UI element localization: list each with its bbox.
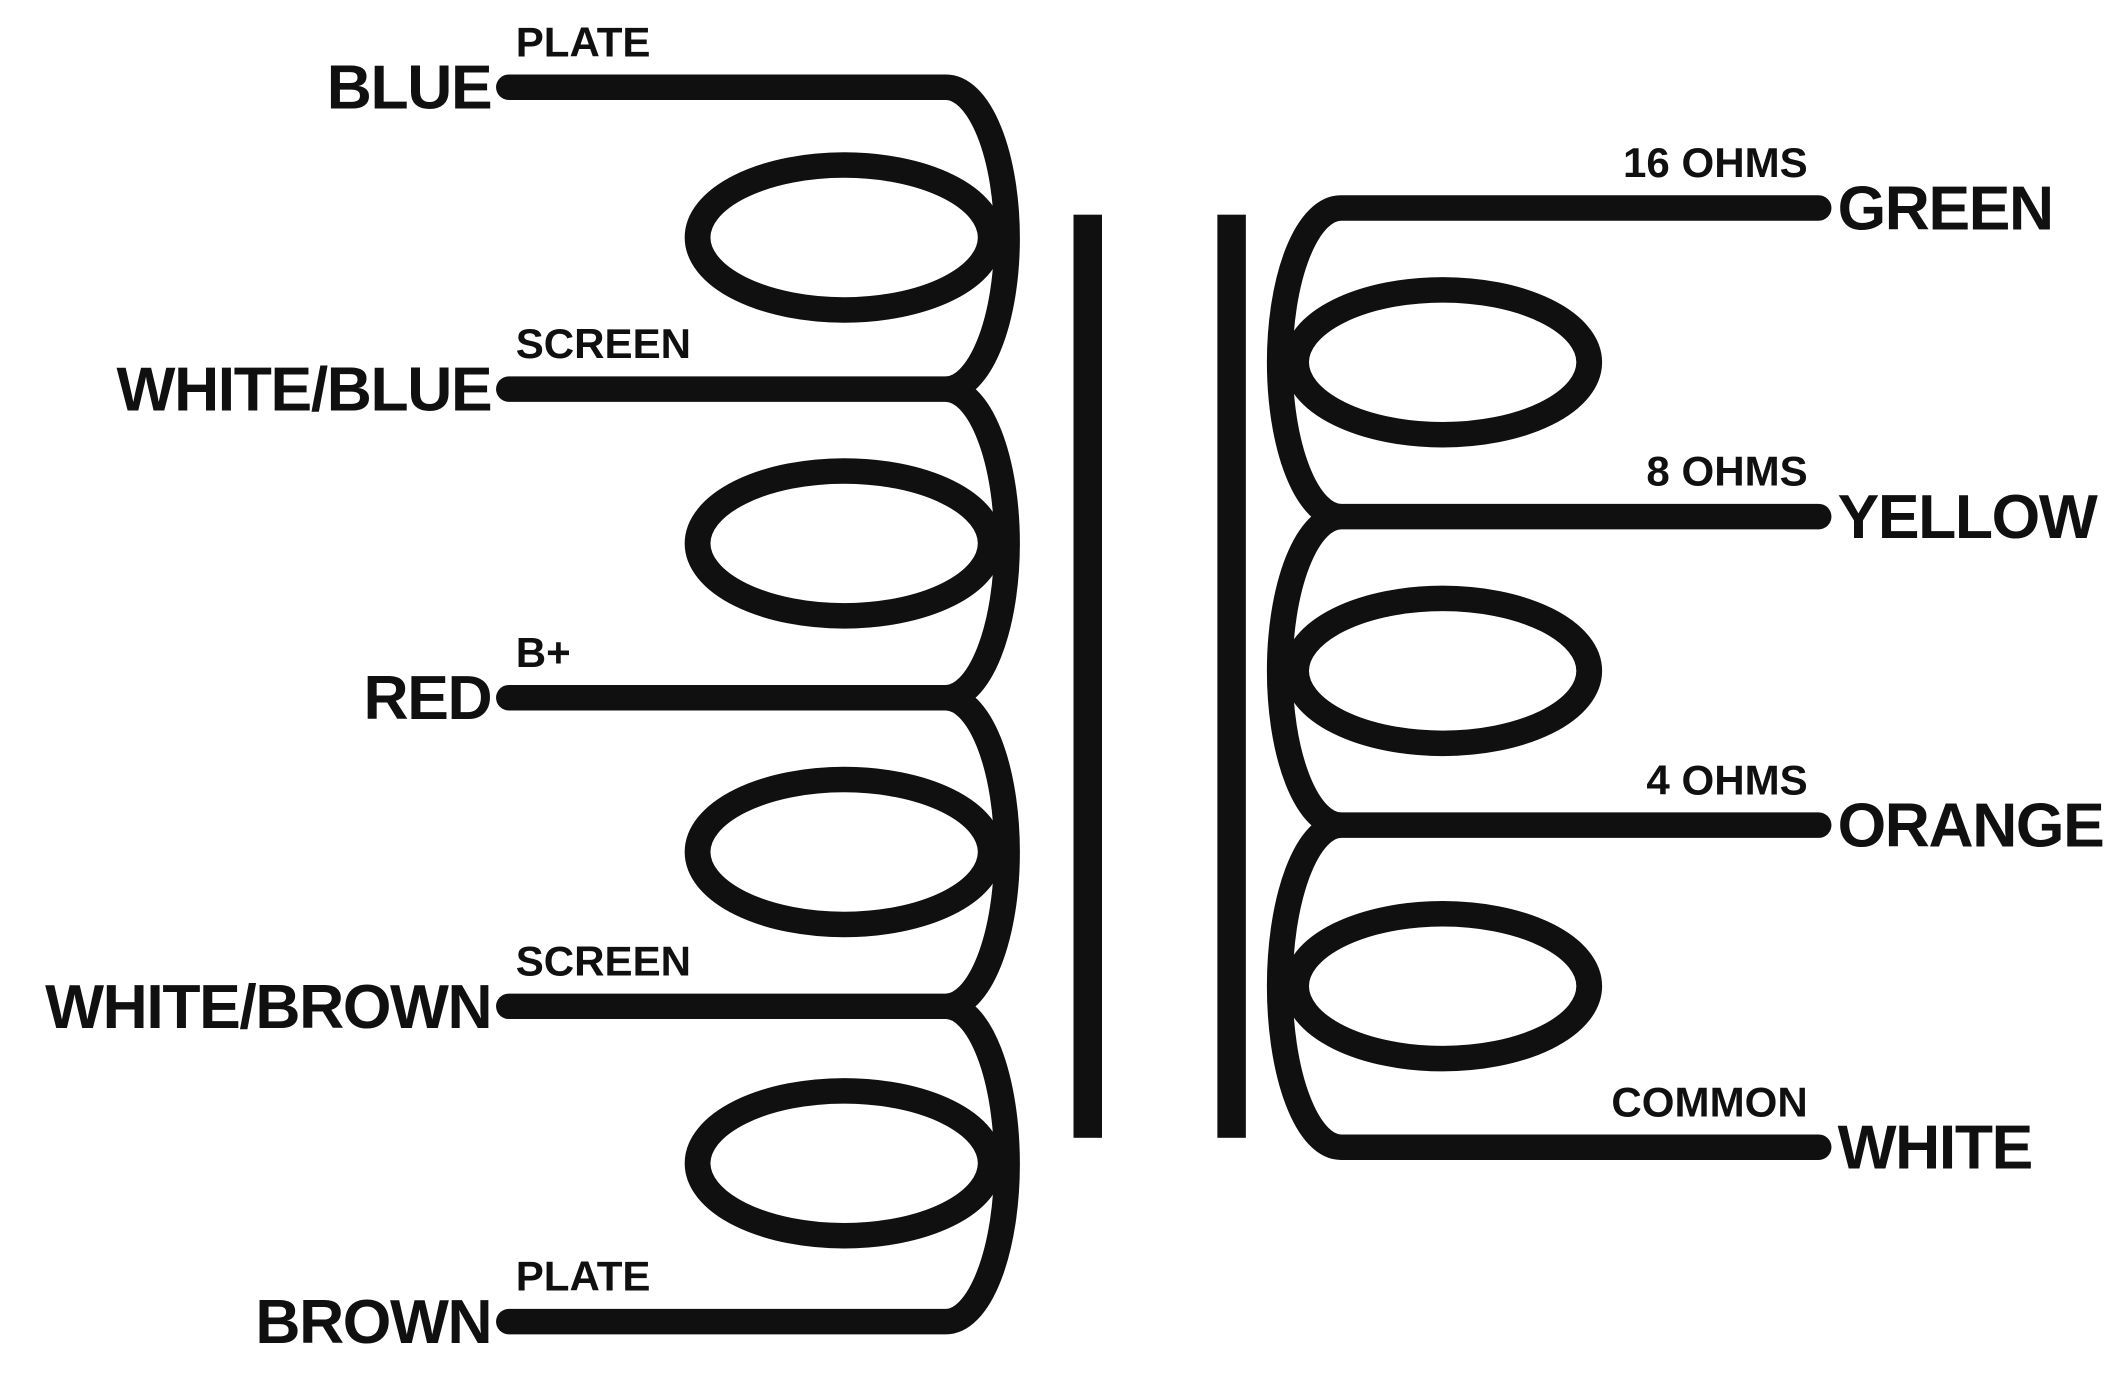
core-bar-right: [1217, 214, 1246, 1138]
primary-turn-loop: [684, 766, 1004, 938]
primary-terminal-label: SCREEN: [516, 938, 691, 985]
primary-terminal-label: PLATE: [516, 1253, 651, 1300]
primary-turn-loop: [684, 152, 1004, 323]
primary-terminal-label: PLATE: [516, 19, 651, 66]
primary-turn-loop: [684, 1078, 1004, 1249]
secondary-winding: [1266, 195, 1832, 1160]
primary-winding: [496, 74, 1020, 1335]
secondary-terminal-label: 16 OHMS: [1623, 139, 1808, 186]
primary-wire-label-brown: BROWN: [255, 1288, 491, 1357]
secondary-wire-label-green: GREEN: [1838, 175, 2053, 244]
transformer-core: [1073, 214, 1246, 1138]
core-bar-left: [1073, 214, 1102, 1138]
primary-turn-loop: [684, 458, 1004, 629]
primary-terminal-label: B+: [516, 629, 571, 676]
secondary-wire-label-yellow: YELLOW: [1838, 483, 2099, 552]
secondary-terminal-label: 8 OHMS: [1646, 448, 1807, 495]
primary-wire-label-white-blue: WHITE/BLUE: [117, 356, 492, 425]
secondary-terminal-label: COMMON: [1611, 1079, 1807, 1126]
secondary-turn-loop: [1283, 277, 1603, 448]
secondary-turn-loop: [1283, 900, 1603, 1072]
secondary-terminal-label: 4 OHMS: [1646, 757, 1807, 804]
primary-wire-label-white-brown: WHITE/BROWN: [45, 973, 491, 1042]
primary-terminal-label: SCREEN: [516, 320, 691, 367]
secondary-turn-loop: [1283, 585, 1603, 757]
primary-wire-label-blue: BLUE: [327, 54, 491, 123]
primary-labels: PLATE BLUE SCREEN WHITE/BLUE B+ RED SCRE…: [45, 19, 691, 1357]
secondary-wire-label-white: WHITE: [1838, 1114, 2032, 1183]
primary-wire-label-red: RED: [364, 664, 492, 733]
secondary-wire-label-orange: ORANGE: [1838, 792, 2104, 861]
secondary-labels: 16 OHMS GREEN 8 OHMS YELLOW 4 OHMS ORANG…: [1611, 139, 2104, 1183]
secondary-coil-path: [1266, 195, 1832, 1160]
